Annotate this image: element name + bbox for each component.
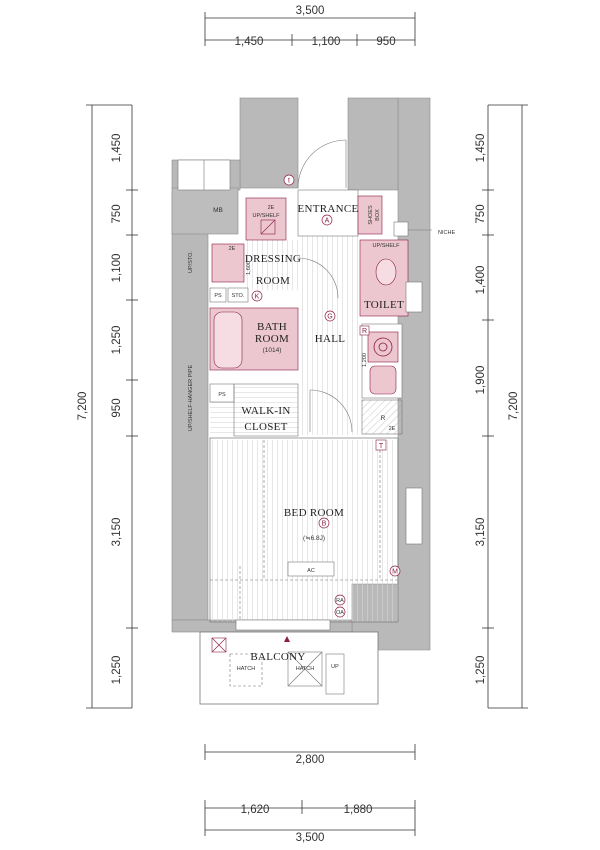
- right-dim-5: 3,150: [475, 518, 487, 547]
- twoe-label-2: 2E: [229, 246, 236, 252]
- ps-label-1: PS: [214, 293, 222, 299]
- top-total-dim: 3,500: [296, 5, 325, 17]
- room-labels: ENTRANCE DRESSING ROOM TOILET BATH ROOM …: [241, 203, 404, 663]
- hall-label: HALL: [315, 333, 346, 345]
- bath-label-2: ROOM: [255, 333, 289, 345]
- marker-t1: t: [288, 178, 290, 185]
- left-dim-2: 750: [111, 204, 123, 223]
- right-dim-4: 1,900: [475, 366, 487, 395]
- marker-m: M: [392, 569, 398, 576]
- bath-label-1: BATH: [257, 321, 287, 333]
- walkin-label-2: CLOSET: [244, 421, 287, 433]
- ps-label-2: PS: [218, 392, 226, 398]
- ac-label: AC: [307, 568, 315, 574]
- left-dim-3: 1,100: [111, 254, 123, 283]
- twoe-label-3: 2E: [389, 426, 396, 432]
- top-dim-1: 1,450: [235, 36, 264, 48]
- left-dim-7: 1,250: [111, 656, 123, 685]
- marker-g: G: [327, 314, 332, 321]
- marker-oa: OA: [336, 610, 344, 616]
- walkin-label-1: WALK-IN: [241, 405, 290, 417]
- marker-r: R: [362, 328, 367, 335]
- dressing-label-2: ROOM: [256, 275, 290, 287]
- up-shelf-hanger-label: UP/SHELF-HANGER PIPE: [188, 365, 194, 432]
- hatch-label-1: HATCH: [237, 666, 256, 672]
- left-dim-4: 1,250: [111, 326, 123, 355]
- shoes-label-1: SHOES: [368, 205, 374, 225]
- balcony-label: BALCONY: [250, 651, 305, 663]
- right-dim-2: 750: [475, 204, 487, 223]
- top-dim-2: 1,100: [312, 36, 341, 48]
- bottom-dim-1: 1,620: [241, 804, 270, 816]
- up-shelf-label-1: UP/SHELF: [253, 213, 281, 219]
- bedroom-label-2: (≒6.8J): [303, 535, 325, 542]
- top-dimensions: 3,500 1,450 1,100 950: [204, 5, 416, 48]
- left-dim-6: 3,150: [111, 518, 123, 547]
- dressing-label-1: DRESSING: [245, 253, 301, 265]
- up-shelf-label-2: UP/SHELF: [373, 243, 401, 249]
- marker-ra: RA: [336, 598, 344, 604]
- marker-t2: T: [379, 443, 384, 450]
- up-label: UP: [331, 664, 339, 670]
- partitions: [171, 139, 432, 631]
- refrigerator-label: R: [381, 415, 386, 422]
- twoe-label-1: 2E: [268, 205, 275, 211]
- right-total-dim: 7,200: [508, 392, 520, 421]
- right-dim-6: 1,250: [475, 656, 487, 685]
- right-dimensions: 1,450 750 1,400 1,900 3,150 1,250 7,200: [475, 104, 528, 709]
- marker-a: A: [325, 218, 330, 225]
- marker-b: B: [322, 521, 327, 528]
- bath-label-3: (1014): [263, 347, 282, 354]
- bottom-main-dim: 2,800: [296, 754, 325, 766]
- left-dimensions: 1,450 750 1,100 1,250 950 3,150 1,250 7,…: [77, 104, 138, 709]
- niche-label: NICHE: [438, 230, 455, 236]
- floor-areas: [210, 235, 398, 622]
- bedroom-label-1: BED ROOM: [284, 507, 344, 519]
- bottom-total-dim: 3,500: [296, 832, 325, 844]
- left-total-dim: 7,200: [77, 392, 89, 421]
- markers: A t K G R T M RA OA B: [251, 174, 401, 618]
- shoes-label-2: BOX: [375, 209, 381, 221]
- top-dim-3: 950: [376, 36, 395, 48]
- marker-k: K: [255, 294, 260, 301]
- fixture-labels: MB UP/SHELF UP/SHELF SHOES BOX NICHE UP/…: [188, 205, 455, 672]
- up-sto-label: UP/STO.: [188, 251, 194, 273]
- dim-1200-label: 1,200: [362, 353, 368, 367]
- right-dim-3: 1,400: [475, 266, 487, 295]
- left-dim-1: 1,450: [111, 134, 123, 163]
- bottom-dimensions: 2,800 1,620 1,880 3,500: [204, 744, 416, 844]
- right-dim-1: 1,450: [475, 134, 487, 163]
- triangle-marker-icon: [284, 636, 290, 642]
- sto-label: STO.: [232, 293, 245, 299]
- left-dim-5: 950: [111, 398, 123, 417]
- balcony: [199, 631, 379, 705]
- bottom-dim-2: 1,880: [344, 804, 373, 816]
- entrance-label: ENTRANCE: [297, 203, 358, 215]
- mb-label: MB: [213, 207, 223, 214]
- dim-1600-label: 1,600: [246, 261, 252, 275]
- toilet-label: TOILET: [364, 299, 404, 311]
- hatch-label-2: HATCH: [296, 666, 315, 672]
